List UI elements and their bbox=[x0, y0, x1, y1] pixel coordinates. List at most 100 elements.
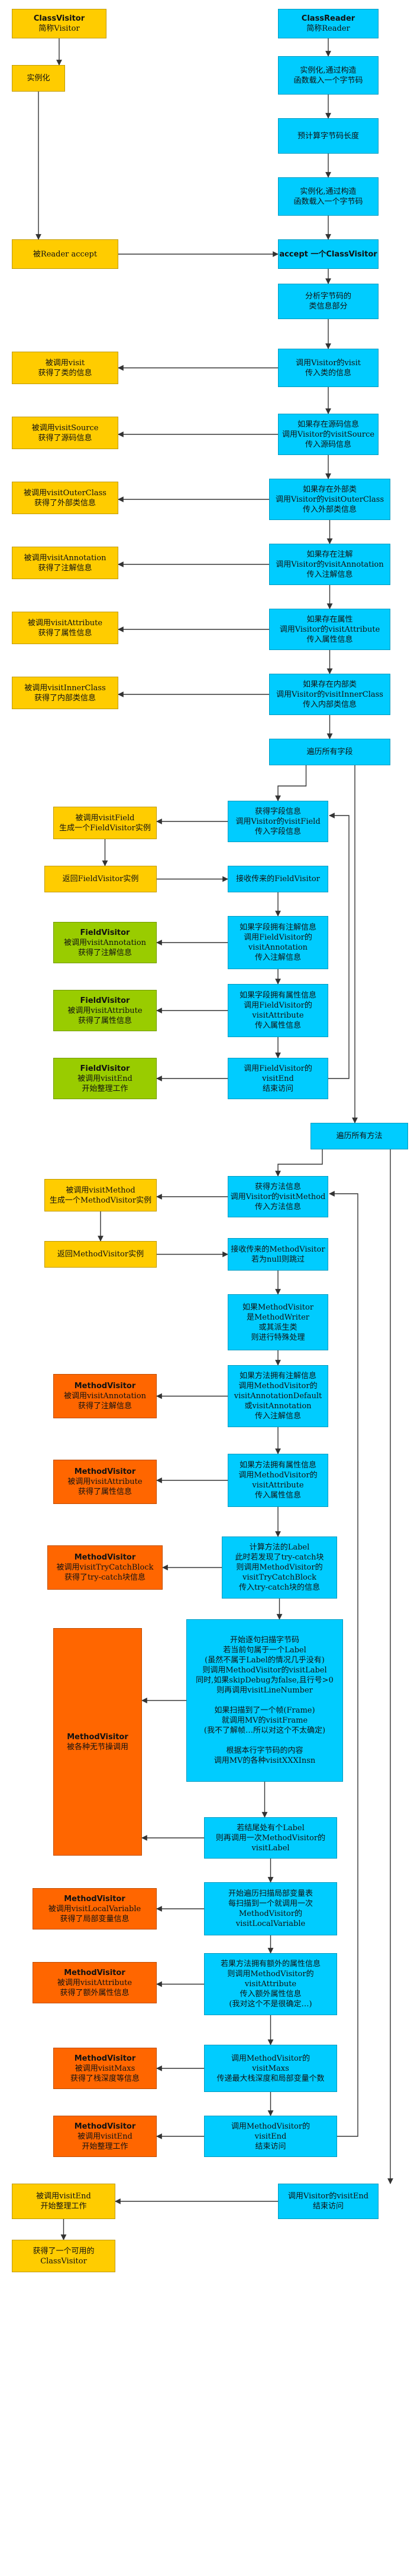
cr-analyze-line: 分析字节码的 bbox=[305, 292, 351, 301]
cv-source-line: 获得了源码信息 bbox=[38, 433, 92, 443]
mv-localvar-line: 被调用visitLocalVariable bbox=[48, 1904, 141, 1914]
cr-fv-attribute-line: visitAttribute bbox=[252, 1011, 304, 1020]
cv-end-line: 开始整理工作 bbox=[40, 2202, 87, 2211]
cr-mv-attribute2-line: 若果方法拥有额外的属性信息 bbox=[220, 1960, 321, 1968]
cv-visit-line: 获得了类的信息 bbox=[38, 368, 92, 378]
cr-recv-fv-line: 接收传来的FieldVisitor bbox=[236, 875, 320, 883]
cr-visit-line: 调用Visitor的visit bbox=[296, 358, 361, 368]
cr-fv-attribute-line: 如果字段拥有属性信息 bbox=[239, 991, 316, 1000]
cr-recv-fv-box: 接收传来的FieldVisitor bbox=[228, 866, 328, 892]
cr-mv-attribute2-line: visitAttribute bbox=[244, 1980, 297, 1989]
cr-mv-code-line: 开始逐句扫描字节码 bbox=[229, 1636, 299, 1645]
cr-mv-maxs-line: visitMaxs bbox=[252, 2064, 289, 2073]
mv-end-line: 开始整理工作 bbox=[82, 2142, 128, 2151]
cr-outer-line: 传入外部类信息 bbox=[302, 505, 357, 514]
mv-trycatch-line: MethodVisitor bbox=[74, 1553, 136, 1562]
cr-mv-attribute-line: 传入属性信息 bbox=[254, 1491, 301, 1500]
cr-inner-line: 传入内部类信息 bbox=[302, 700, 357, 709]
mv-attribute2-line: MethodVisitor bbox=[64, 1968, 125, 1977]
cr-fv-annotation-line: 传入注解信息 bbox=[254, 953, 301, 962]
cr-recv-mv-line: 接收传来的MethodVisitor bbox=[231, 1245, 325, 1254]
cr-fv-annotation-line: 如果字段拥有注解信息 bbox=[239, 923, 316, 932]
cr-mv-end-line: 调用MethodVisitor的 bbox=[231, 2122, 310, 2131]
cr-mv-annotation-line: 传入注解信息 bbox=[254, 1412, 301, 1421]
cv-return-mv-line: 返回MethodVisitor实例 bbox=[57, 1250, 144, 1259]
mv-trycatch-line: 被调用visitTryCatchBlock bbox=[56, 1563, 154, 1572]
cr-inst1-line: 函数载入一个字节码 bbox=[293, 76, 363, 85]
cv-method-line: 生成一个MethodVisitor实例 bbox=[49, 1196, 152, 1205]
cr-inst1-line: 实例化,通过构造 bbox=[300, 66, 357, 75]
cv-end-line: 被调用visitEnd bbox=[36, 2192, 91, 2201]
cr-preread-line: 预计算字节码长度 bbox=[297, 131, 359, 141]
cv-return-fv-box: 返回FieldVisitor实例 bbox=[44, 866, 157, 892]
cv-attribute-line: 获得了属性信息 bbox=[38, 628, 92, 638]
cr-annotation-line: 传入注解信息 bbox=[306, 570, 353, 579]
mv-attribute-line: MethodVisitor bbox=[74, 1467, 136, 1476]
cr-fv-annotation-line: visitAnnotation bbox=[248, 943, 308, 952]
cr-methods-loop-box: 遍历所有方法 bbox=[310, 1123, 408, 1149]
cr-analyze-line: 类信息部分 bbox=[309, 302, 348, 311]
cv-instantiate-box: 实例化 bbox=[12, 65, 65, 92]
cr-outer-line: 如果存在外部类 bbox=[302, 485, 357, 494]
cr-accept-line: accept 一个ClassVisitor bbox=[279, 249, 377, 259]
cr-mv-code-line bbox=[263, 1736, 266, 1746]
cr-fields-loop-line: 遍历所有字段 bbox=[306, 748, 353, 756]
cr-inst1-box: 实例化,通过构造函数载入一个字节码 bbox=[278, 56, 379, 95]
fv-annotation-line: 获得了注解信息 bbox=[77, 948, 132, 957]
cr-mv-code-line bbox=[263, 1695, 266, 1706]
cr-mv-trycatch-line: 则调用MethodVisitor的 bbox=[236, 1563, 323, 1572]
cv-field-line: 被调用visitField bbox=[75, 813, 135, 823]
fv-end-line: 开始整理工作 bbox=[82, 1084, 128, 1093]
cr-mv-code-line: 则调用MethodVisitor的visitLabel bbox=[202, 1666, 327, 1675]
cr-mv-trycatch-line: visitTryCatchBlock bbox=[242, 1573, 317, 1582]
cr-mv-annotation-line: 或visitAnnotation bbox=[244, 1402, 312, 1411]
cr-method-line: 获得方法信息 bbox=[254, 1182, 301, 1191]
mv-end-line: 被调用visitEnd bbox=[77, 2132, 132, 2141]
cv-visit-line: 被调用visit bbox=[45, 358, 85, 368]
arrow-fieldloop-to-field bbox=[275, 765, 307, 801]
cv-result-line: 获得了一个可用的 bbox=[33, 2246, 95, 2256]
cr-methodwriter-line: 则进行特殊处理 bbox=[251, 1333, 305, 1342]
cr-inst2-box: 实例化,通过构造函数载入一个字节码 bbox=[278, 177, 379, 216]
arrow-field-loop-back bbox=[328, 813, 350, 1079]
cr-mv-label-line: 则再调用一次MethodVisitor的 bbox=[215, 1833, 326, 1843]
fv-annotation-line: 被调用visitAnnotation bbox=[63, 938, 147, 947]
cr-mv-code-line: (我不了解帧…所以对这个不太确定) bbox=[203, 1726, 326, 1735]
cr-header-line: ClassReader bbox=[301, 14, 355, 23]
cv-source-line: 被调用visitSource bbox=[31, 423, 99, 433]
cr-inst2-line: 函数载入一个字节码 bbox=[293, 197, 363, 206]
fv-end-line: FieldVisitor bbox=[80, 1064, 130, 1073]
cr-mv-attribute-line: visitAttribute bbox=[252, 1481, 304, 1490]
cv-inner-line: 被调用visitInnerClass bbox=[24, 683, 106, 693]
cr-preread-box: 预计算字节码长度 bbox=[278, 118, 379, 154]
cr-mv-attribute-line: 如果方法拥有属性信息 bbox=[239, 1461, 316, 1470]
cr-mv-localvar-line: 开始遍历扫描局部变量表 bbox=[228, 1889, 313, 1898]
arrow-methodloop-to-method bbox=[275, 1149, 323, 1177]
cr-attribute-line: 传入属性信息 bbox=[306, 635, 353, 644]
